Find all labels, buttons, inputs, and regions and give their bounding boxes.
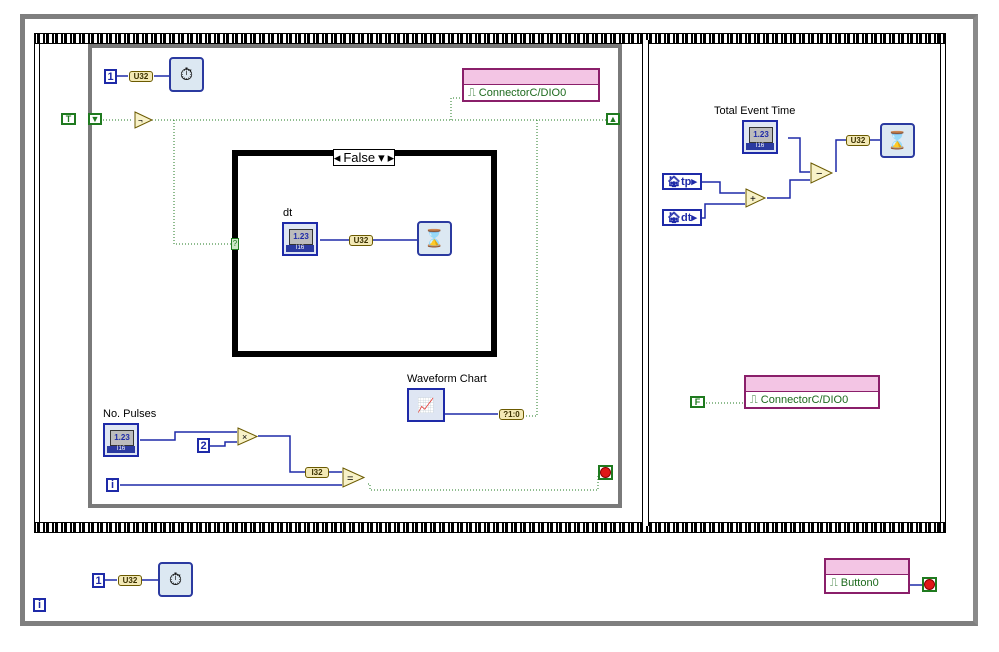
add-operator: + [750,194,756,205]
dio-channel-top: ConnectorC/DIO0 [478,87,567,99]
dt-label: dt [283,207,293,219]
local-variable-icon: 🏠︎ [667,176,681,188]
subtract-operator: − [816,168,822,180]
outer-while-loop [20,14,978,626]
false-constant[interactable]: F [690,396,705,408]
no-pulses-label: No. Pulses [103,408,157,420]
case-next-icon[interactable]: ▸ [387,149,395,165]
case-selector[interactable]: ◂ False ▾ ▸ [333,149,395,166]
total-event-time-numeric-glyph: 1.23 [749,127,773,143]
no-pulses-control[interactable]: 1.23 I16 [103,423,139,457]
bool-to-01-node: ?1:0 [499,409,524,420]
waveform-icon: ⎍ [468,87,476,99]
multiply-operator: × [242,432,247,442]
wait-constant-one[interactable]: 1 [104,69,117,84]
wait-ms-icon-case[interactable]: ⌛ [417,221,452,256]
waveform-chart-label: Waveform Chart [407,373,487,385]
add-node[interactable]: + [745,188,767,208]
button-node[interactable]: ⎍ Button0 [824,558,910,594]
shift-register-left[interactable]: ▼ [88,113,102,125]
sequence-frame-divider [642,40,649,526]
sequence-frame-border-right [940,33,946,533]
dio-channel-right: ConnectorC/DIO0 [760,394,849,406]
tp-local-variable[interactable]: 🏠︎tp▸ [662,173,702,190]
equal-node[interactable]: = [342,467,366,488]
wait-constant-one-outer[interactable]: 1 [92,573,105,588]
total-event-time-label: Total Event Time [714,105,796,117]
outer-loop-condition-icon[interactable] [922,577,937,592]
iteration-terminal-outer: i [33,598,46,612]
constant-two[interactable]: 2 [197,438,210,453]
i32-convert: I32 [305,467,329,478]
sequence-frame-border-bottom [34,522,946,533]
case-dropdown-icon[interactable]: ▾ [378,149,385,165]
u32-convert-a: U32 [129,71,153,82]
equal-operator: = [347,473,353,485]
inner-while-loop [88,44,622,508]
multiply-node[interactable]: × [237,427,259,446]
dt-numeric-glyph: 1.23 [289,229,313,245]
waveform-icon: ⎍ [830,577,838,589]
sequence-frame-border-left [34,33,40,533]
iteration-terminal-inner: i [106,478,119,492]
not-gate[interactable]: ¬ [134,111,154,129]
dt-local-label: dt [680,211,692,224]
subtract-node[interactable]: − [810,162,834,184]
dio-node-top[interactable]: ⎍ ConnectorC/DIO0 [462,68,600,102]
total-event-time-control[interactable]: 1.23 I16 [742,120,778,154]
metronome-icon[interactable]: ⏱ [169,57,204,92]
no-pulses-numeric-glyph: 1.23 [110,430,134,446]
sequence-frame-border-top [34,33,946,44]
tp-local-label: tp [680,175,692,188]
case-selector-value: False [343,150,376,165]
wait-ms-icon-right[interactable]: ⌛ [880,123,915,158]
u32-convert-c: U32 [846,135,870,146]
inner-loop-condition-icon[interactable] [598,465,613,480]
local-variable-icon: 🏠︎ [667,212,681,224]
shift-register-right[interactable]: ▲ [606,113,620,125]
dt-local-variable[interactable]: 🏠︎dt▸ [662,209,702,226]
dt-control[interactable]: 1.23 I16 [282,222,318,256]
waveform-chart-indicator[interactable]: 📈 [407,388,445,422]
u32-convert-d: U32 [118,575,142,586]
button-channel: Button0 [840,577,879,589]
case-prev-icon[interactable]: ◂ [333,149,341,165]
true-constant[interactable]: T [61,113,76,125]
dio-node-right[interactable]: ⎍ ConnectorC/DIO0 [744,375,880,409]
u32-convert-b: U32 [349,235,373,246]
not-operator: ¬ [138,116,143,125]
flat-sequence-structure [34,33,946,533]
metronome-icon-outer[interactable]: ⏱ [158,562,193,597]
waveform-icon: ⎍ [750,394,758,406]
case-selector-terminal: ? [231,238,239,250]
